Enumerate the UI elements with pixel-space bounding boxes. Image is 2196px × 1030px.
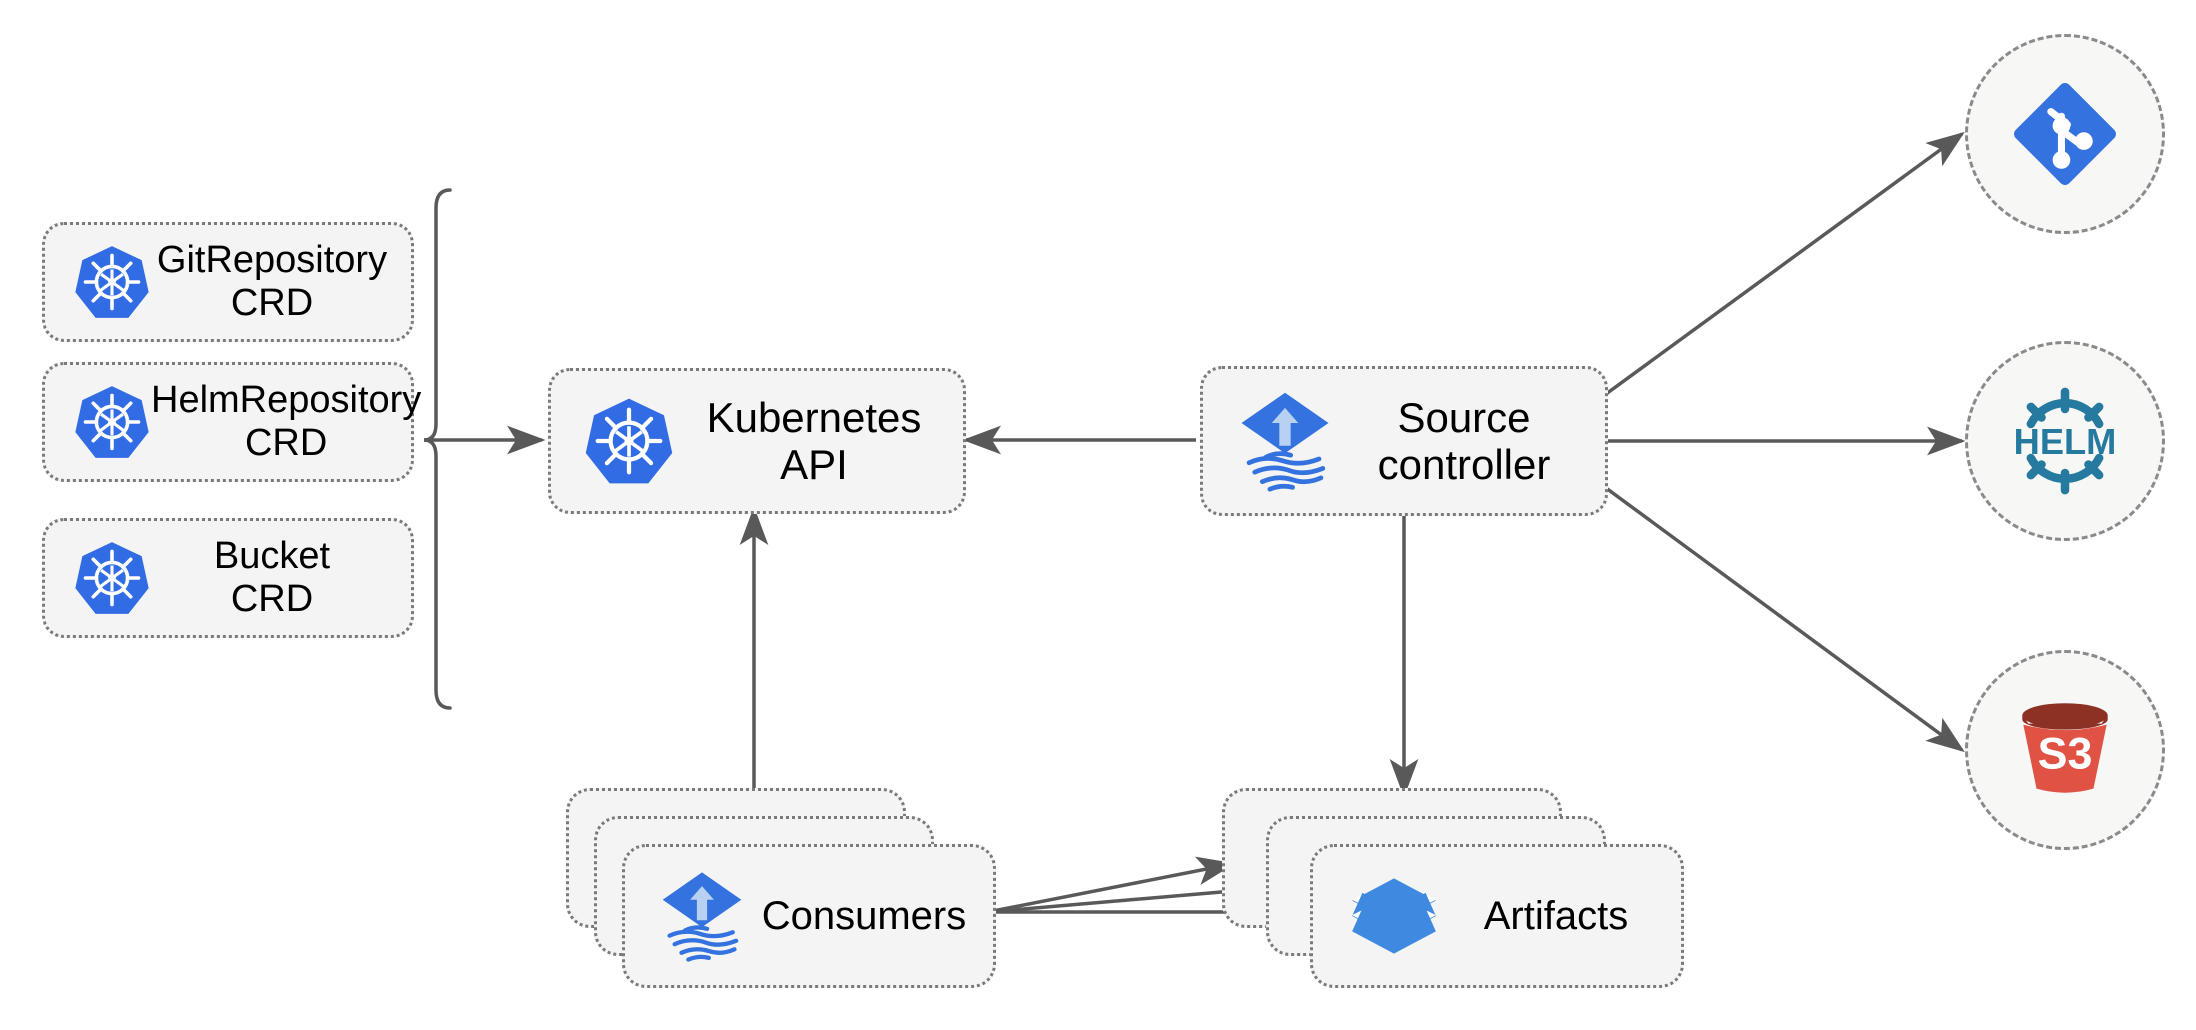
- flux-icon: [659, 869, 745, 963]
- artifacts-label: Artifacts: [1483, 893, 1629, 938]
- flux-icon: [1237, 389, 1333, 493]
- s3-bucket-icon: S3: [2004, 689, 2126, 811]
- crd-label: HelmRepository CRD: [151, 379, 422, 464]
- consumers-stack[interactable]: Consumers: [566, 788, 996, 988]
- consumers-label: Consumers: [761, 893, 967, 938]
- kubernetes-api-node[interactable]: Kubernetes API: [548, 368, 966, 514]
- source-controller-node[interactable]: Source controller: [1200, 366, 1608, 516]
- kubernetes-api-label: Kubernetes API: [706, 393, 922, 488]
- layers-icon: [1347, 873, 1441, 959]
- consumers-card-front[interactable]: Consumers: [622, 844, 996, 988]
- artifacts-stack[interactable]: Artifacts: [1222, 788, 1684, 988]
- helm-wordmark: HELM: [2014, 421, 2117, 462]
- crd-box-bucket[interactable]: Bucket CRD: [42, 518, 414, 638]
- kubernetes-icon: [73, 539, 151, 617]
- edge-source-controller-to-git: [1604, 131, 1965, 396]
- artifacts-card-front[interactable]: Artifacts: [1310, 844, 1684, 988]
- helm-icon: HELM: [2001, 377, 2129, 505]
- s3-circle-node[interactable]: S3: [1965, 650, 2165, 850]
- helm-circle-node[interactable]: HELM: [1965, 341, 2165, 541]
- git-circle-node[interactable]: [1965, 34, 2165, 234]
- edge-source-controller-to-s3: [1604, 486, 1965, 753]
- crd-box-helmrepository[interactable]: HelmRepository CRD: [42, 362, 421, 482]
- crd-label: Bucket CRD: [213, 535, 331, 620]
- kubernetes-icon: [73, 243, 151, 321]
- kubernetes-icon: [583, 395, 675, 487]
- kubernetes-icon: [73, 383, 151, 461]
- git-icon: [2006, 75, 2124, 193]
- crd-box-gitrepository[interactable]: GitRepository CRD: [42, 222, 414, 342]
- source-controller-label: Source controller: [1377, 393, 1551, 488]
- s3-wordmark: S3: [2038, 729, 2093, 778]
- crd-label: GitRepository CRD: [156, 239, 388, 324]
- edge-consumers-to-artifacts-back: [987, 856, 1236, 914]
